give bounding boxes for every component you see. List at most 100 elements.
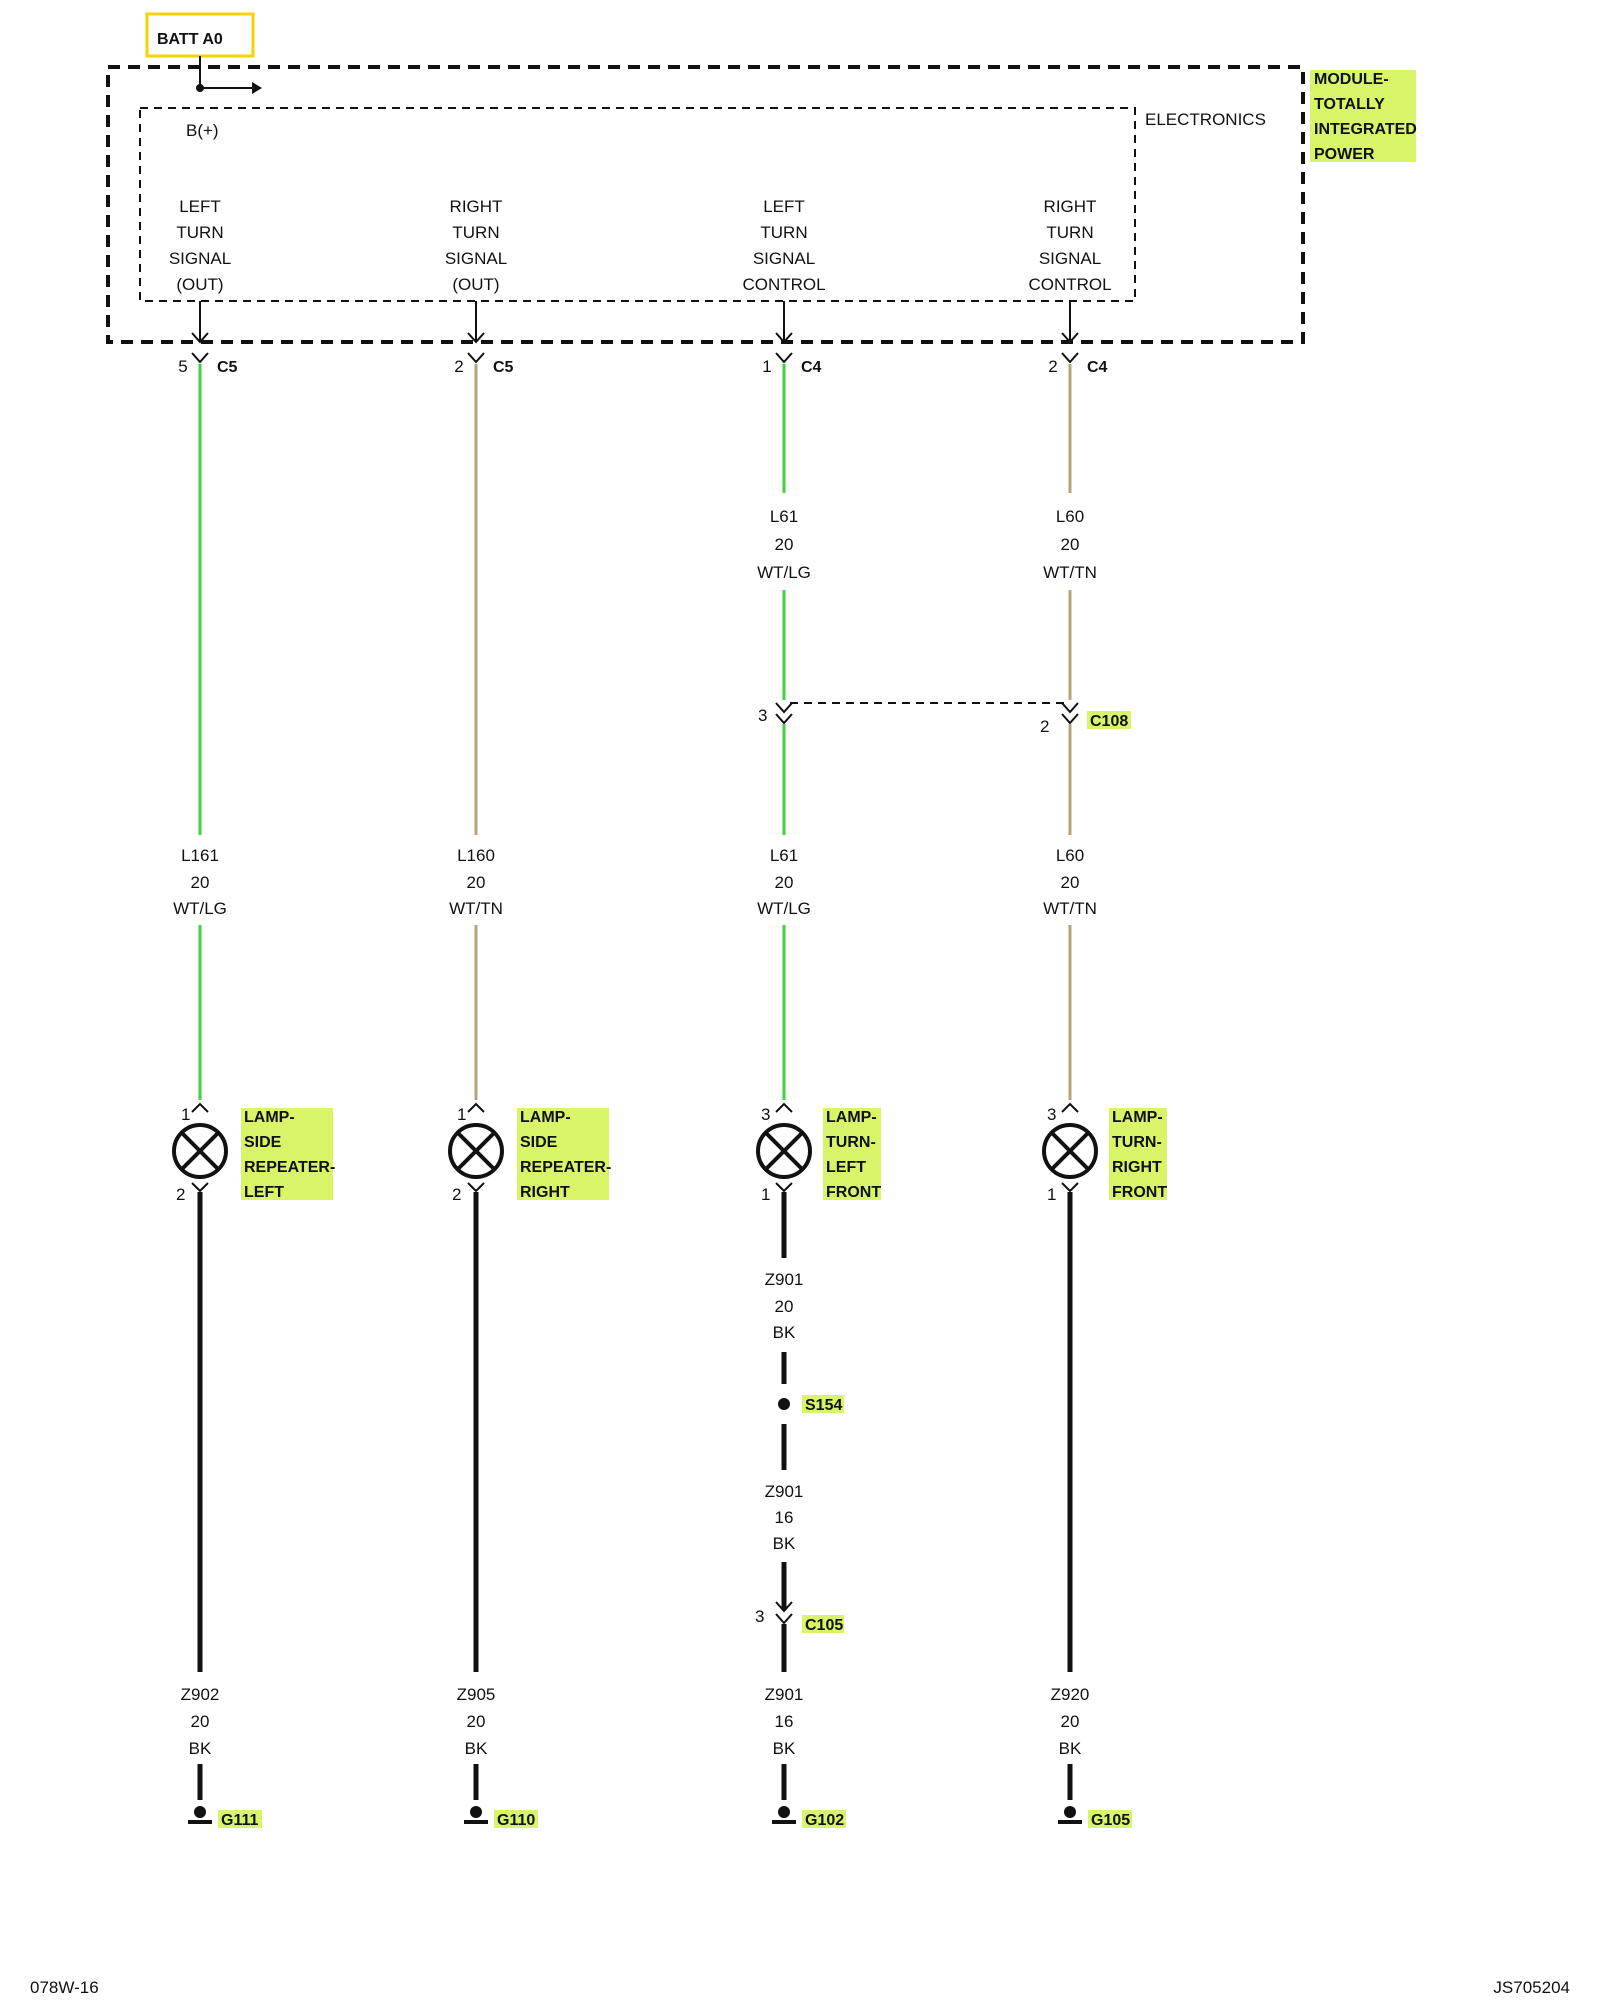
module-name-highlight bbox=[1310, 70, 1416, 162]
c105-pin: 3 bbox=[755, 1607, 764, 1626]
lamp-name-line: LAMP- bbox=[826, 1109, 877, 1126]
wire-color: BK bbox=[773, 1739, 796, 1758]
battery-source: BATT A0 B(+) bbox=[145, 12, 262, 140]
electronics-outline bbox=[139, 107, 1136, 302]
module-pin-arrow bbox=[191, 332, 209, 344]
connector-name: C4 bbox=[1087, 359, 1108, 376]
connector-c105: 3 C105 bbox=[755, 1601, 844, 1634]
battery-terminal-label: B(+) bbox=[186, 121, 219, 140]
connector-name: C5 bbox=[217, 359, 238, 376]
wire-gauge: 20 bbox=[191, 873, 210, 892]
module-pin-arrow bbox=[1061, 332, 1079, 344]
lamp-side-repeater-right: 1 2 LAMP- SIDE REPEATER- RIGHT bbox=[448, 1102, 611, 1204]
connector-chevron bbox=[467, 352, 485, 364]
lamp-pin-chevron-bottom bbox=[467, 1182, 485, 1193]
label-gap bbox=[170, 1676, 230, 1758]
label-gap bbox=[1040, 1676, 1100, 1758]
c108-chevron-right bbox=[1061, 713, 1079, 725]
output-left-turn-out: LEFT TURN SIGNAL (OUT) bbox=[169, 197, 231, 294]
lamp-name-line: LEFT bbox=[826, 1159, 866, 1176]
lamp-name-line: TURN- bbox=[826, 1134, 876, 1151]
lamp-pin-chevron-top bbox=[467, 1102, 485, 1113]
wire-gauge: 16 bbox=[775, 1712, 794, 1731]
lamp-pin-chevron-bottom bbox=[191, 1182, 209, 1193]
wire-gauge: 20 bbox=[1061, 535, 1080, 554]
wire-circuit: L61 bbox=[770, 846, 798, 865]
lamp-bulb-cross bbox=[1050, 1131, 1090, 1171]
wire-gauge: 20 bbox=[775, 535, 794, 554]
wire-gauge: 20 bbox=[1061, 1712, 1080, 1731]
c108-highlight bbox=[1087, 711, 1131, 729]
lamp-pin-top: 3 bbox=[761, 1105, 770, 1124]
lamp-name-line: FRONT bbox=[826, 1184, 881, 1201]
lamp-name-line: LAMP- bbox=[244, 1109, 295, 1126]
lamp-pin-top: 1 bbox=[457, 1105, 466, 1124]
wire-circuit: L161 bbox=[181, 846, 219, 865]
output-label-line: (OUT) bbox=[452, 275, 499, 294]
ground-name: G111 bbox=[221, 1812, 258, 1829]
battery-arrow-head bbox=[252, 82, 262, 94]
c108-arrow-left bbox=[775, 702, 793, 714]
c108-pin-left: 3 bbox=[758, 706, 767, 725]
output-label-line: CONTROL bbox=[742, 275, 825, 294]
connector-c108: 3 2 C108 bbox=[758, 702, 1131, 736]
wire-circuit: Z901 bbox=[765, 1482, 804, 1501]
lamp-bulb-cross bbox=[764, 1131, 804, 1171]
lamp-name-line: REPEATER- bbox=[520, 1159, 611, 1176]
lamp-pin-bottom: 2 bbox=[176, 1185, 185, 1204]
lamp-name-line: RIGHT bbox=[1112, 1159, 1162, 1176]
label-gap bbox=[170, 838, 230, 922]
lamp-name-highlight bbox=[1109, 1108, 1167, 1200]
module-name-line: INTEGRATED bbox=[1314, 121, 1417, 138]
lamp-name-line: LAMP- bbox=[1112, 1109, 1163, 1126]
output-right-turn-out: RIGHT TURN SIGNAL (OUT) bbox=[445, 197, 507, 294]
wire-circuit: Z901 bbox=[765, 1685, 804, 1704]
wire-color: WT/TN bbox=[1043, 899, 1097, 918]
ground-name: G110 bbox=[497, 1812, 535, 1829]
wire-gauge: 16 bbox=[775, 1508, 794, 1527]
lamp-bulb-cross bbox=[456, 1131, 496, 1171]
wire-label-l160: L160 20 WT/TN bbox=[446, 838, 506, 922]
label-gap bbox=[754, 1676, 814, 1758]
pin-number: 1 bbox=[762, 357, 771, 376]
wire-gauge: 20 bbox=[775, 1297, 794, 1316]
connector-chevron bbox=[775, 352, 793, 364]
c105-highlight bbox=[802, 1615, 844, 1633]
ground-name: G105 bbox=[1091, 1812, 1130, 1829]
output-right-turn-control: RIGHT TURN SIGNAL CONTROL bbox=[1028, 197, 1111, 294]
lamp-side-repeater-left: 1 2 LAMP- SIDE REPEATER- LEFT bbox=[172, 1102, 335, 1204]
lamp-pin-chevron-top bbox=[775, 1102, 793, 1113]
wire-label-z901-20: Z901 20 BK bbox=[765, 1270, 804, 1342]
splice-dot bbox=[778, 1398, 790, 1410]
lamp-pin-bottom: 2 bbox=[452, 1185, 461, 1204]
pin-number: 2 bbox=[1048, 357, 1057, 376]
output-label-line: TURN bbox=[1046, 223, 1093, 242]
lamp-pin-bottom: 1 bbox=[1047, 1185, 1056, 1204]
ground-g105: G105 bbox=[1058, 1806, 1132, 1829]
splice-highlight bbox=[802, 1395, 844, 1413]
wire-label-z902: Z902 20 BK bbox=[170, 1676, 230, 1758]
ground-g111: G111 bbox=[188, 1806, 262, 1829]
electronics-label: ELECTRONICS bbox=[1145, 110, 1266, 129]
ground-name: G102 bbox=[805, 1812, 844, 1829]
wire-circuit: Z902 bbox=[181, 1685, 220, 1704]
lamp-name-line: LAMP- bbox=[520, 1109, 571, 1126]
pin-number: 5 bbox=[178, 357, 187, 376]
connector-name: C4 bbox=[801, 359, 822, 376]
wire-circuit: L61 bbox=[770, 507, 798, 526]
ground-dot bbox=[194, 1806, 206, 1818]
output-left-turn-control: LEFT TURN SIGNAL CONTROL bbox=[742, 197, 825, 294]
wire-gauge: 20 bbox=[191, 1712, 210, 1731]
ground-highlight bbox=[218, 1810, 262, 1828]
module-pin-arrow bbox=[775, 332, 793, 344]
wire-color: WT/TN bbox=[449, 899, 503, 918]
module-name: MODULE- TOTALLY INTEGRATED POWER bbox=[1310, 70, 1417, 163]
pin-number: 2 bbox=[454, 357, 463, 376]
wire-label-l61: L61 20 WT/LG bbox=[754, 838, 814, 922]
wire-color: BK bbox=[465, 1739, 488, 1758]
connector-chevron bbox=[1061, 352, 1079, 364]
output-label-line: LEFT bbox=[179, 197, 221, 216]
c108-chevron-left bbox=[775, 713, 793, 725]
lamp-name-line: REPEATER- bbox=[244, 1159, 335, 1176]
c108-pin-right: 2 bbox=[1040, 717, 1049, 736]
